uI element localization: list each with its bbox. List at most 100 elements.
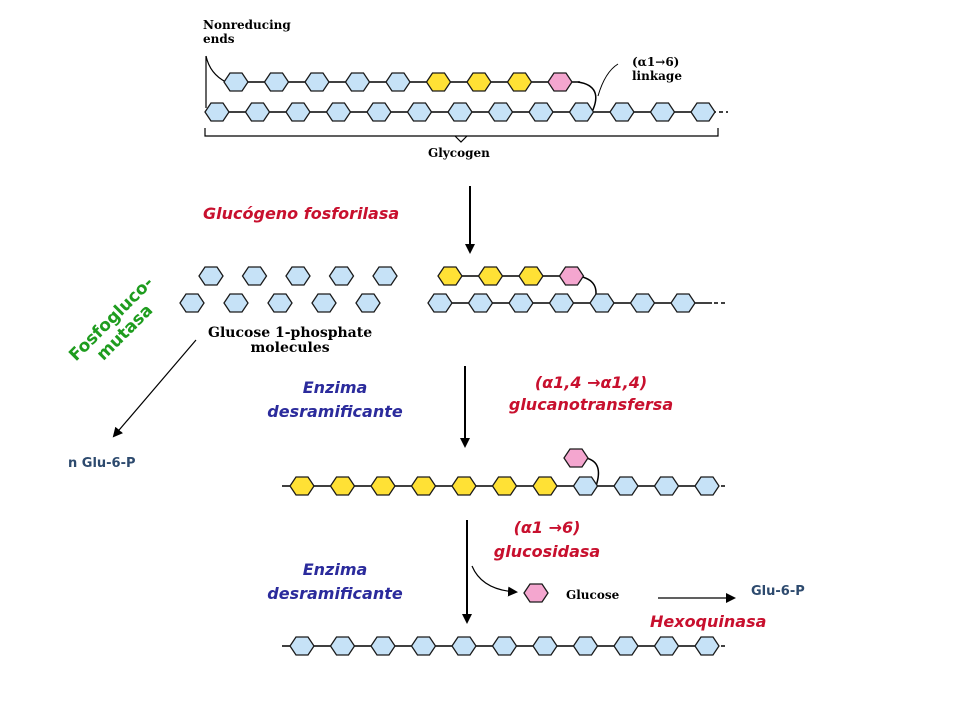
free-glucose-hexagon [523, 583, 549, 603]
glucose-residue [344, 72, 371, 92]
free-glucose [523, 583, 549, 603]
transferase-product [282, 448, 728, 496]
glucosidase-line2: glucosidasa [493, 542, 601, 561]
glucose-1-phosphate [267, 293, 293, 313]
debranch2-line2: desramificante [267, 584, 403, 603]
glucose-residue [547, 72, 573, 92]
nonreducing-line1: Nonreducing [203, 18, 291, 32]
glucose-1-phosphate [223, 293, 249, 313]
glucose-residue [289, 476, 315, 496]
linkage-line2: linkage [632, 69, 682, 83]
glucose-residue [223, 72, 249, 92]
glycogen-label: Glycogen [428, 146, 490, 160]
glucose-residue [572, 636, 599, 656]
branch-glucose [563, 448, 589, 468]
glucose-residue [437, 266, 463, 286]
glucose-label: Glucose [566, 588, 620, 602]
glucose-residue [649, 102, 676, 122]
glucose-residue [589, 293, 615, 313]
glucose-residue [568, 102, 595, 122]
glucose-residue [410, 476, 437, 496]
glucose-1-phosphate [241, 266, 268, 286]
glucose-residue [366, 102, 392, 122]
glucose-residue [451, 636, 477, 656]
linkage-line1: (α1→6) [632, 55, 680, 69]
glucose-residue [406, 102, 433, 122]
phosphorylase-enzyme: Glucógeno fosforilasa [203, 204, 400, 223]
glucose-residue [289, 636, 315, 656]
glucanotransferase-label: (α1,4 →α1,4) glucanotransfersa [496, 372, 686, 416]
glucose-residue [694, 636, 720, 656]
glucose-residue [508, 293, 534, 313]
glucose-residue [244, 102, 271, 122]
linear-chain [282, 636, 728, 656]
glucose-1-phosphate [355, 293, 381, 313]
transferase-line1: (α1,4 →α1,4) [534, 373, 648, 392]
glucose-residue [329, 476, 356, 496]
glucosidase-line1: (α1 →6) [513, 518, 581, 537]
hexokinase-label: Hexoquinasa [650, 612, 767, 631]
glucose-residue [329, 636, 356, 656]
glucose-residue [613, 476, 639, 496]
glucose-1-phosphate [311, 293, 337, 313]
product-line1: Glucose 1-phosphate [208, 325, 373, 341]
glucose-1-phosphate [285, 266, 311, 286]
glucose-residue [204, 102, 230, 122]
glucose-1-phosphate-label: Glucose 1-phosphate molecules [208, 326, 372, 356]
glucose-residue [410, 636, 437, 656]
glucose-residue [518, 266, 544, 286]
glucose-residue [304, 72, 330, 92]
glucose-residue [285, 102, 311, 122]
glucose-residue [506, 72, 533, 92]
debranch2-line1: Enzima [302, 560, 368, 579]
glucose-residue [532, 476, 558, 496]
glucose-residue [325, 102, 352, 122]
glucose-residue [447, 102, 473, 122]
phosphorylase-product [179, 266, 728, 313]
glucose-residue [670, 293, 696, 313]
glucose-residue [572, 476, 599, 496]
debranching-enzyme-label-1: Enzima desramificante [250, 376, 420, 424]
glucose-residue [487, 102, 514, 122]
glu-6-p-label: Glu-6-P [751, 584, 805, 599]
glucose-residue [613, 636, 639, 656]
glucose-residue [491, 636, 518, 656]
glucose-residue [466, 72, 492, 92]
glucose-residue [427, 293, 453, 313]
glucose-residue [477, 266, 504, 286]
glucose-residue [532, 636, 558, 656]
glucose-residue [694, 476, 720, 496]
n-glu-6-p-label: n Glu-6-P [68, 456, 136, 471]
glucose-residue [385, 72, 411, 92]
glucose-residue [370, 636, 396, 656]
glucose-1-phosphate [328, 266, 355, 286]
glucose-residue [629, 293, 656, 313]
glucose-residue [451, 476, 477, 496]
glucose-residue [425, 72, 452, 92]
glucose-residue [467, 293, 494, 313]
nonreducing-label: Nonreducing ends [203, 18, 291, 46]
glucose-1-phosphate [372, 266, 398, 286]
glucose-residue [528, 102, 554, 122]
glucose-residue [690, 102, 716, 122]
glucose-1-phosphate [198, 266, 224, 286]
glucose-residue [370, 476, 396, 496]
glucose-residue [653, 476, 680, 496]
debranch1-line2: desramificante [267, 402, 403, 421]
nonreducing-line2: ends [203, 32, 235, 46]
product-line2: molecules [250, 340, 330, 356]
linkage-label: (α1→6) linkage [632, 55, 682, 83]
glucose-residue [263, 72, 290, 92]
debranching-enzyme-label-2: Enzima desramificante [250, 558, 420, 606]
transferase-line2: glucanotransfersa [508, 395, 674, 414]
glucosidase-label: (α1 →6) glucosidasa [492, 516, 602, 564]
glycogen-molecule [204, 55, 728, 143]
glucose-residue [558, 266, 585, 286]
arrow-glucose-release [471, 565, 518, 597]
glucose-residue [609, 102, 635, 122]
debranch1-line1: Enzima [302, 378, 368, 397]
glucose-residue [653, 636, 680, 656]
glucose-residue [491, 476, 518, 496]
glucose-1-phosphate [179, 293, 205, 313]
